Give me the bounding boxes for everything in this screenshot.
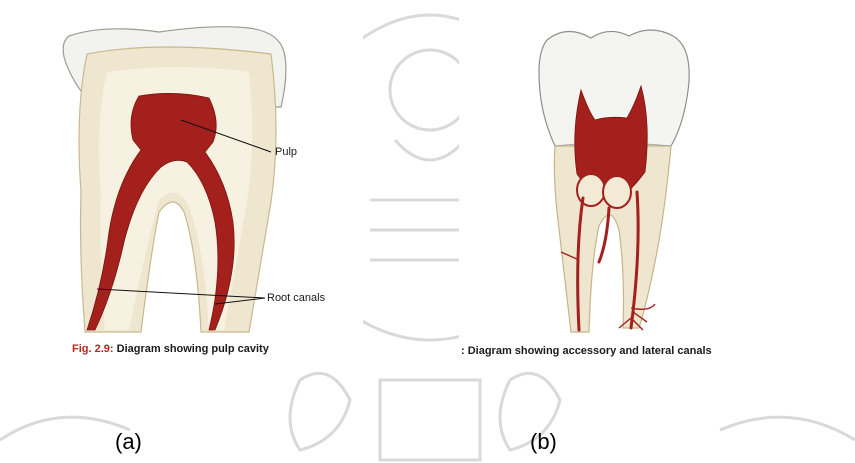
panel-b-accessory-canals: : Diagram showing accessory and lateral … <box>459 12 855 363</box>
panel-a-sublabel: (a) <box>115 429 142 455</box>
figure-caption-b: : Diagram showing accessory and lateral … <box>461 345 712 357</box>
molar-accessory-canals-illustration <box>459 12 855 363</box>
root-canals-label: Root canals <box>267 292 325 304</box>
figure-caption-text: Diagram showing pulp cavity <box>117 343 269 355</box>
pulp-label: Pulp <box>275 146 297 158</box>
panel-a-pulp-cavity: Pulp Root canals Fig. 2.9: Diagram showi… <box>9 12 363 363</box>
figure-number: Fig. 2.9: <box>72 343 114 355</box>
figure-caption-a: Fig. 2.9: Diagram showing pulp cavity <box>72 343 269 355</box>
panel-b-sublabel: (b) <box>530 429 557 455</box>
tooth-pulp-cavity-illustration <box>9 12 363 363</box>
